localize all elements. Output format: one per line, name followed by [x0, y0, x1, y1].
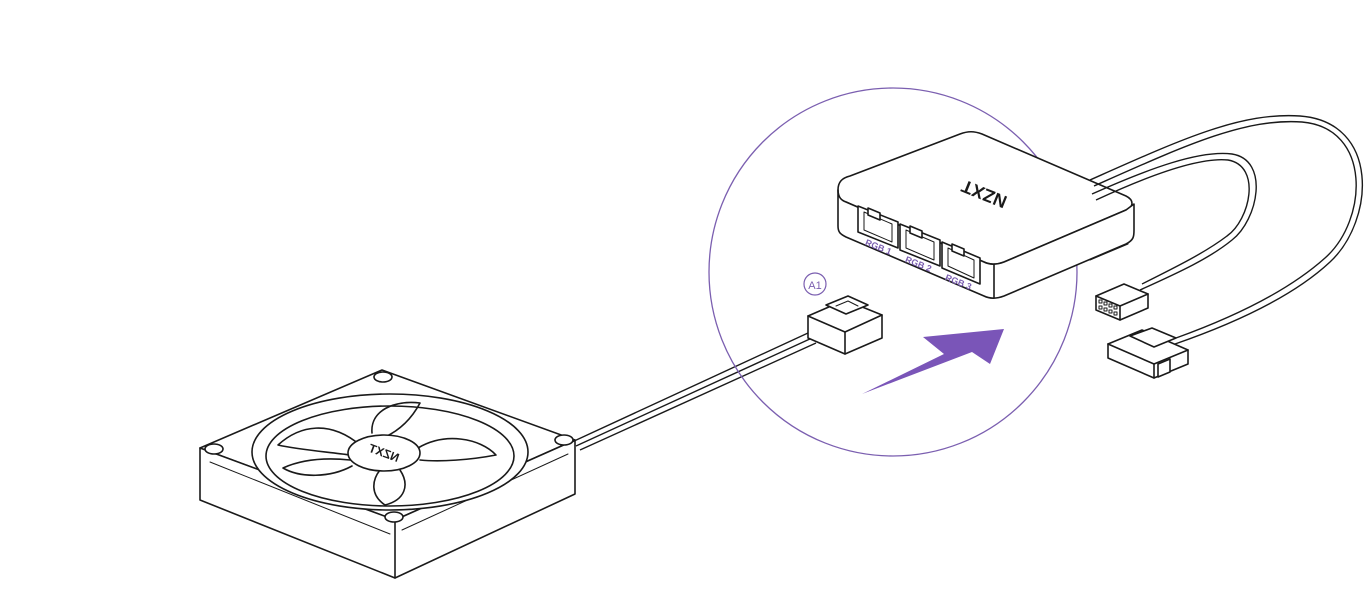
callout-a1-label: A1 — [808, 280, 821, 292]
a1-connector — [807, 295, 883, 355]
rgb-controller-hub: NZXT RGB 1 RGB 2 RGB 3 — [837, 130, 1135, 300]
hub-cables — [1089, 114, 1364, 345]
fan-mounting-holes — [204, 371, 574, 523]
fan-hub — [347, 434, 421, 472]
fan-blades — [277, 401, 497, 506]
fan: NZXT — [199, 369, 576, 579]
sata-power-connector — [1107, 327, 1189, 379]
hub-side-faces — [837, 189, 1135, 300]
usb-header-connector — [1095, 283, 1149, 321]
port-rgb-2: RGB 2 — [899, 223, 941, 274]
detail-magnifier-circle — [708, 87, 1078, 457]
fan-cable — [571, 332, 817, 451]
insert-direction-arrow — [862, 329, 1004, 394]
callout-a1: A1 — [803, 272, 827, 296]
port-rgb-3: RGB 3 — [941, 241, 981, 292]
